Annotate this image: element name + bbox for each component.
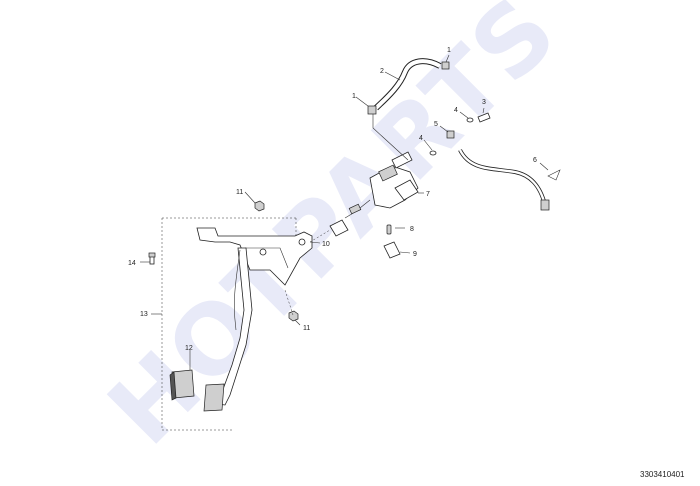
washer-4b	[429, 150, 437, 156]
leader-lines	[140, 54, 549, 370]
pedal-pad	[169, 369, 225, 412]
nut-11-upper	[254, 200, 265, 212]
callout-5: 5	[434, 121, 438, 128]
pedal-bracket	[196, 227, 313, 286]
callout-1a: 1	[447, 47, 451, 54]
callout-6: 6	[533, 157, 537, 164]
callout-4a: 4	[454, 107, 458, 114]
master-cylinder	[344, 151, 419, 219]
callout-3: 3	[482, 99, 486, 106]
pin-8	[386, 224, 392, 235]
bolt-3	[477, 112, 491, 123]
clevis	[329, 219, 349, 237]
callout-4b: 4	[419, 135, 423, 142]
callout-9: 9	[413, 251, 417, 258]
watermark: HOTPARTS	[87, 0, 579, 466]
callout-2: 2	[380, 68, 384, 75]
callout-10: 10	[322, 241, 330, 248]
callout-13: 13	[140, 311, 148, 318]
drawing-number: 3303410401	[640, 470, 685, 479]
washer-5	[446, 130, 455, 139]
callout-14: 14	[128, 260, 136, 267]
callout-12: 12	[185, 345, 193, 352]
pedal-assembly-frame	[161, 217, 297, 431]
callout-11b: 11	[303, 325, 310, 332]
hose-clamp-1b	[367, 105, 377, 115]
cap-9	[383, 241, 401, 259]
hose-2	[373, 58, 442, 111]
hose-clamp-1a	[441, 61, 450, 70]
callout-1b: 1	[352, 93, 356, 100]
bolt-14	[148, 252, 156, 265]
callout-7: 7	[426, 191, 430, 198]
pedal-arm	[217, 247, 253, 406]
nut-11-lower	[288, 310, 299, 322]
pipe-6	[458, 148, 561, 211]
washer-4a	[466, 117, 474, 123]
callout-8: 8	[410, 226, 414, 233]
callout-11a: 11	[236, 189, 243, 196]
